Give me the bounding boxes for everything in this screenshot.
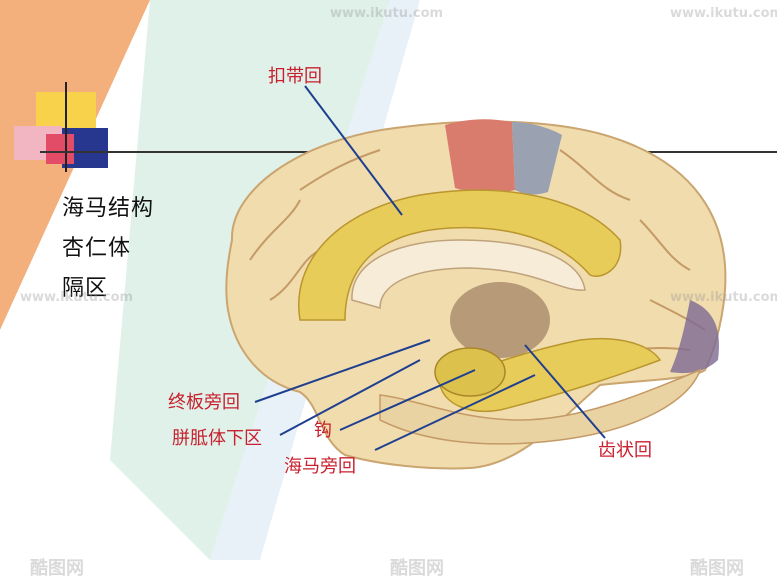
watermark-url: www.ikutu.com [330,6,444,21]
label-cingulate-gyrus: 扣带回 [268,66,322,87]
label-uncus: 钩 [314,420,332,441]
side-item-septal-area: 隔区 [62,276,109,301]
label-paraterminal-gyrus: 终板旁回 [168,392,240,413]
label-dentate-gyrus: 齿状回 [598,440,652,461]
side-item-hippocampal-formation: 海马结构 [62,196,155,221]
blue-gyrus [512,122,562,195]
leader-uncus [339,369,476,431]
label-subcallosal-area: 胼胝体下区 [172,428,262,449]
leader-dentate [524,344,606,439]
watermark-url: www.ikutu.com [20,290,134,305]
side-item-amygdala: 杏仁体 [62,236,132,261]
leader-subcallosal [279,359,421,436]
leader-lines [254,85,606,451]
watermark-brand: 酷图网 [390,558,444,579]
thalamus-region [450,282,550,358]
label-parahippocampal-gyrus: 海马旁回 [284,456,356,477]
red-square [46,134,74,164]
gyri-lines [249,149,706,361]
cingulate-band [298,189,622,321]
leader-paraterminal [254,339,431,403]
temporal-lobe [379,368,702,445]
watermark-brand: 酷图网 [30,558,84,579]
red-gyrus [445,119,515,193]
watermark-brand: 酷图网 [690,558,744,579]
watermark-url: www.ikutu.com [670,6,777,21]
leader-cingulate [304,85,403,216]
corpus-callosum [351,239,586,309]
occipital-tint [670,300,720,374]
leader-parahippocampal [374,374,536,451]
watermark-url: www.ikutu.com [670,290,777,305]
